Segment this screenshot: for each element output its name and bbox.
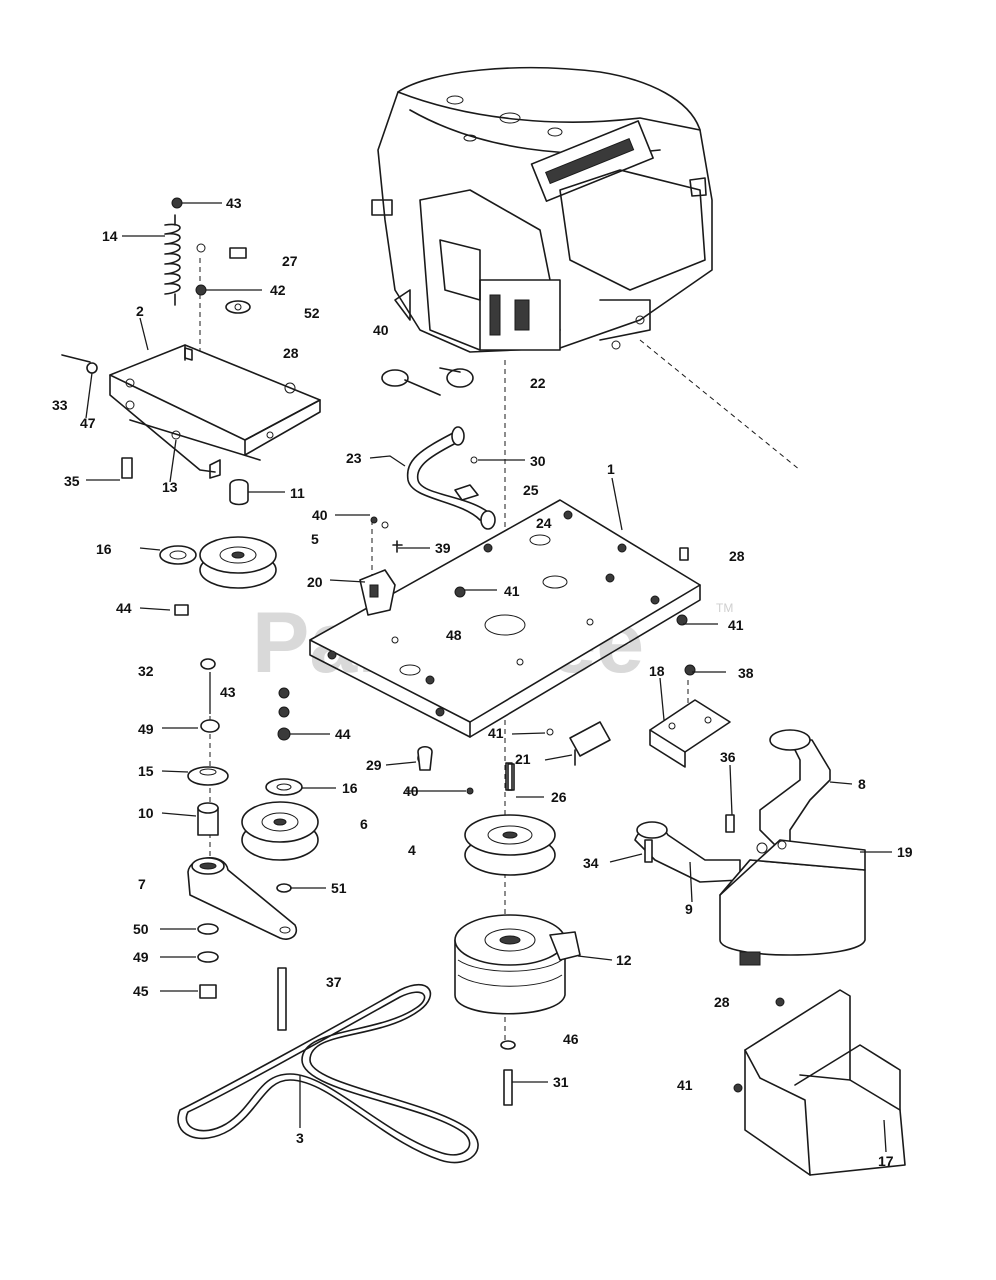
engine-drawing xyxy=(371,66,713,353)
callout-43: 43 xyxy=(226,195,242,211)
callout-21: 21 xyxy=(515,751,531,767)
callout-16: 16 xyxy=(96,541,112,557)
callout-27: 27 xyxy=(282,253,298,269)
callout-28-shield: 28 xyxy=(714,994,730,1010)
callout-2: 2 xyxy=(136,303,144,319)
idler-arm xyxy=(187,857,298,1031)
callout-18: 18 xyxy=(649,663,665,679)
callout-37: 37 xyxy=(326,974,342,990)
callout-49-lower: 49 xyxy=(133,949,149,965)
callout-49: 49 xyxy=(138,721,154,737)
heat-shield xyxy=(733,989,906,1176)
callout-3: 3 xyxy=(296,1130,304,1146)
callout-50: 50 xyxy=(133,921,149,937)
callout-31: 31 xyxy=(553,1074,569,1090)
callout-26: 26 xyxy=(551,789,567,805)
clutch-assembly xyxy=(454,914,581,1106)
callout-46: 46 xyxy=(563,1031,579,1047)
exhaust-system xyxy=(634,729,866,966)
callout-44-nut: 44 xyxy=(335,726,351,742)
callout-16-pulley: 16 xyxy=(342,780,358,796)
callout-17: 17 xyxy=(878,1153,894,1169)
callout-44: 44 xyxy=(116,600,132,616)
callout-22: 22 xyxy=(530,375,546,391)
callout-40: 40 xyxy=(373,322,389,338)
switch-part xyxy=(359,516,466,616)
bracket-18 xyxy=(417,547,731,791)
callout-6: 6 xyxy=(360,816,368,832)
callout-9: 9 xyxy=(685,901,693,917)
watermark-tm: TM xyxy=(716,601,733,615)
callout-34: 34 xyxy=(583,855,599,871)
hardware-bits xyxy=(61,197,251,506)
callout-40-plate: 40 xyxy=(403,783,419,799)
callout-4: 4 xyxy=(408,842,416,858)
engine-plate xyxy=(309,499,701,738)
idler-pulley-5 xyxy=(199,536,277,589)
callout-19: 19 xyxy=(897,844,913,860)
callout-13: 13 xyxy=(162,479,178,495)
callout-41-mid: 41 xyxy=(488,725,504,741)
callout-11: 11 xyxy=(290,485,305,501)
callout-14: 14 xyxy=(102,228,118,244)
engine-fittings xyxy=(381,367,474,396)
callout-28: 28 xyxy=(283,345,299,361)
callout-25: 25 xyxy=(523,482,539,498)
callout-10: 10 xyxy=(138,805,154,821)
spring-part xyxy=(164,214,181,306)
front-bracket xyxy=(109,344,321,479)
callout-40-switch: 40 xyxy=(312,507,328,523)
callout-1: 1 xyxy=(607,461,615,477)
callout-52: 52 xyxy=(304,305,320,321)
callout-41: 41 xyxy=(504,583,520,599)
callout-8: 8 xyxy=(858,776,866,792)
callout-32: 32 xyxy=(138,663,154,679)
idler-pulley-6 xyxy=(241,778,319,861)
callout-28-right: 28 xyxy=(729,548,745,564)
callout-labels: 43 14 27 42 52 2 28 33 47 35 13 11 40 22… xyxy=(52,195,913,1169)
engine-exhaust-line xyxy=(639,339,801,471)
callout-15: 15 xyxy=(138,763,154,779)
callout-38: 38 xyxy=(738,665,754,681)
callout-42: 42 xyxy=(270,282,286,298)
fuel-hose xyxy=(406,426,496,530)
callout-43-stack: 43 xyxy=(220,684,236,700)
callout-51: 51 xyxy=(331,880,347,896)
engine-pulley xyxy=(417,751,556,876)
callout-45: 45 xyxy=(133,983,149,999)
callout-47: 47 xyxy=(80,415,96,431)
leader-lines xyxy=(85,202,892,1153)
callout-5: 5 xyxy=(311,531,319,547)
callout-33: 33 xyxy=(52,397,68,413)
callout-12: 12 xyxy=(616,952,632,968)
callout-23: 23 xyxy=(346,450,362,466)
washer-16a xyxy=(159,545,197,565)
callout-24: 24 xyxy=(536,515,552,531)
callout-41-shield: 41 xyxy=(677,1077,693,1093)
callout-35: 35 xyxy=(64,473,80,489)
callout-36: 36 xyxy=(720,749,736,765)
callout-39: 39 xyxy=(435,540,451,556)
drive-belt xyxy=(177,983,479,1164)
callout-20: 20 xyxy=(307,574,323,590)
nut-44a xyxy=(174,604,189,616)
callout-30: 30 xyxy=(530,453,546,469)
callout-29: 29 xyxy=(366,757,382,773)
callout-7: 7 xyxy=(138,876,146,892)
callout-48: 48 xyxy=(446,627,462,643)
callout-41-right: 41 xyxy=(728,617,744,633)
idler-stack xyxy=(187,658,291,836)
